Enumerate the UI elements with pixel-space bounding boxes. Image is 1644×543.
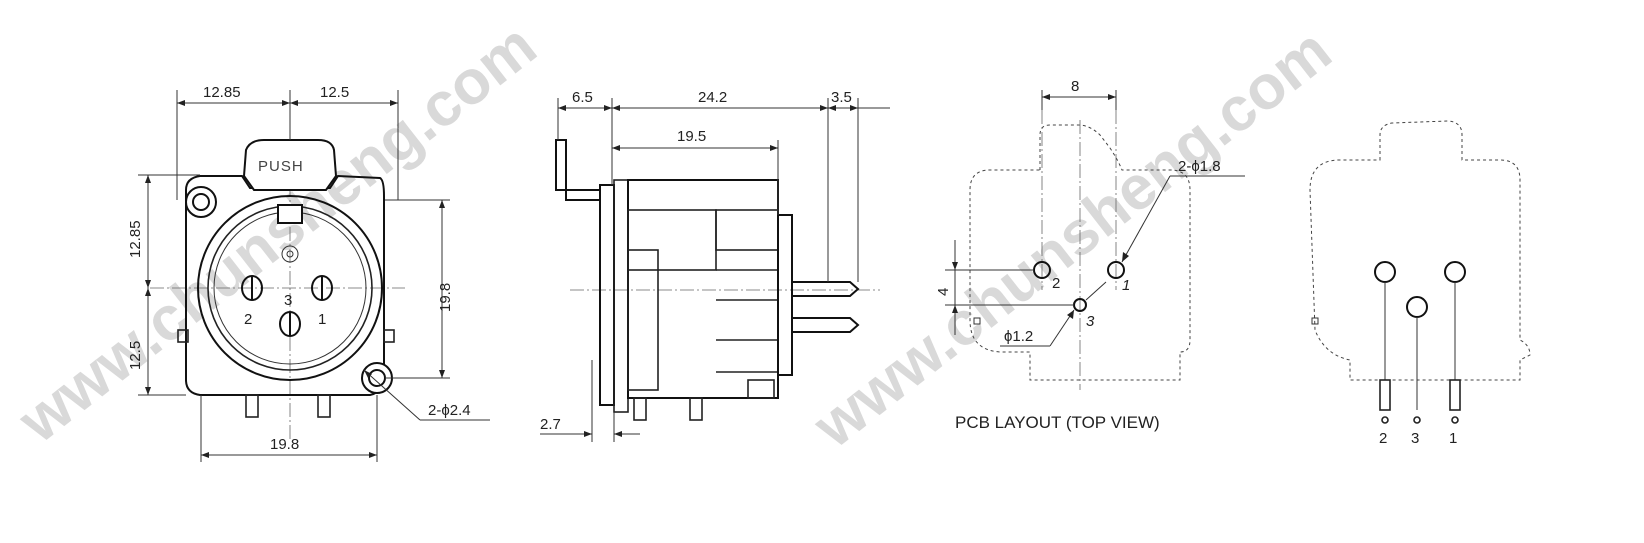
pin-view-pad-1 [1451, 416, 1459, 424]
side-leg-mid [689, 397, 703, 421]
pcb-dim-vertical [945, 240, 1074, 335]
push-latch [242, 139, 338, 191]
latch-indicator [281, 245, 299, 263]
pin-view: 2 3 1 [1309, 120, 1531, 447]
front-pin-2 [241, 275, 263, 301]
dim-front-left-lower: 12.5 [127, 341, 144, 370]
pcb-outline [969, 124, 1191, 381]
pcb-small-hole-leader [1000, 281, 1107, 347]
dim-side-bottom: 2.7 [540, 416, 561, 433]
pin-view-pad-3 [1413, 416, 1421, 424]
pin-view-hole-3 [1406, 296, 1428, 318]
dim-side-top-c: 3.5 [831, 89, 852, 106]
side-body-lower-block [627, 249, 659, 391]
pin-view-label-2: 2 [1379, 430, 1387, 447]
dim-side-top-b: 24.2 [698, 89, 727, 106]
side-body-rib [715, 209, 779, 251]
pcb-layout-view: 2 1 3 8 2-ϕ1.8 4 [935, 78, 1245, 432]
side-rear-housing [777, 214, 793, 376]
side-foot-right [747, 379, 775, 399]
front-leg-left [245, 394, 259, 418]
pin-view-leg-1 [1449, 379, 1461, 411]
front-housing-outline [185, 174, 385, 396]
side-tab-left [177, 329, 189, 343]
dim-pcb-hole-small: ϕ1.2 [1004, 328, 1033, 345]
front-dim-left [138, 174, 200, 396]
push-label: PUSH [258, 158, 304, 175]
pin-view-pad-2 [1381, 416, 1389, 424]
side-flange-panel [613, 179, 629, 413]
key-notch [277, 204, 303, 224]
pin-view-hole-2 [1374, 261, 1396, 283]
dim-side-second: 19.5 [677, 128, 706, 145]
latch-indicator-dot [286, 250, 294, 258]
front-pin-label-1: 1 [318, 311, 326, 328]
front-pin-3 [279, 311, 301, 337]
pcb-pin-label-1: 1 [1122, 277, 1130, 294]
dim-front-right-height: 19.8 [437, 283, 454, 312]
pin-view-label-1: 1 [1449, 430, 1457, 447]
front-view: PUSH 2 3 1 [127, 84, 490, 462]
side-body-upper-block [627, 209, 717, 271]
side-dim-second [612, 140, 779, 215]
side-leg-left [633, 397, 647, 421]
dim-pcb-vertical: 4 [935, 288, 952, 296]
side-front-flange [599, 184, 615, 406]
pin-view-outline [1309, 120, 1531, 381]
side-main-body [627, 179, 779, 399]
side-pin-lower [791, 317, 860, 333]
dim-front-hole-callout: 2-ϕ2.4 [428, 402, 471, 419]
pcb-hole-1 [1107, 261, 1125, 279]
dim-front-top-right: 12.5 [320, 84, 349, 101]
watermark-left: www.chunsheng.com [5, 11, 549, 457]
pin-view-key-mark [1311, 317, 1319, 325]
front-hole-leader [363, 369, 490, 421]
side-tab-right [383, 329, 395, 343]
dim-front-top-left: 12.85 [203, 84, 241, 101]
pcb-large-hole-leader [1121, 175, 1245, 263]
dim-front-bottom-width: 19.8 [270, 436, 299, 453]
pcb-caption: PCB LAYOUT (TOP VIEW) [955, 413, 1160, 432]
dim-pcb-hole-large: 2-ϕ1.8 [1178, 158, 1221, 175]
front-outer-ring [197, 195, 383, 381]
front-pin-1 [311, 275, 333, 301]
pin-view-leg-2 [1379, 379, 1391, 411]
side-latch-lever [555, 139, 601, 201]
side-view: 6.5 24.2 3.5 19.5 2.7 [540, 89, 890, 442]
pcb-pin-label-3: 3 [1086, 313, 1095, 330]
mount-hole-top-left-ring [185, 186, 217, 218]
dim-front-left-upper: 12.85 [127, 220, 144, 258]
pcb-pin-label-2: 2 [1052, 275, 1060, 292]
front-pin-label-2: 2 [244, 311, 252, 328]
front-dim-top [176, 90, 399, 200]
pcb-key-mark [973, 317, 981, 325]
pin-view-label-3: 3 [1411, 430, 1419, 447]
front-dim-right [385, 199, 450, 379]
side-dim-bottom [540, 360, 640, 442]
pcb-dim-spacing [1041, 90, 1117, 110]
dim-pcb-spacing: 8 [1071, 78, 1079, 95]
dim-side-top-a: 6.5 [572, 89, 593, 106]
front-leg-right [317, 394, 331, 418]
pin-view-hole-1 [1444, 261, 1466, 283]
side-pin-upper [791, 281, 860, 297]
side-dim-top [557, 98, 890, 282]
mount-hole-top-left [192, 193, 210, 211]
front-pin-label-3: 3 [284, 292, 292, 309]
front-dim-bottom [200, 395, 378, 462]
